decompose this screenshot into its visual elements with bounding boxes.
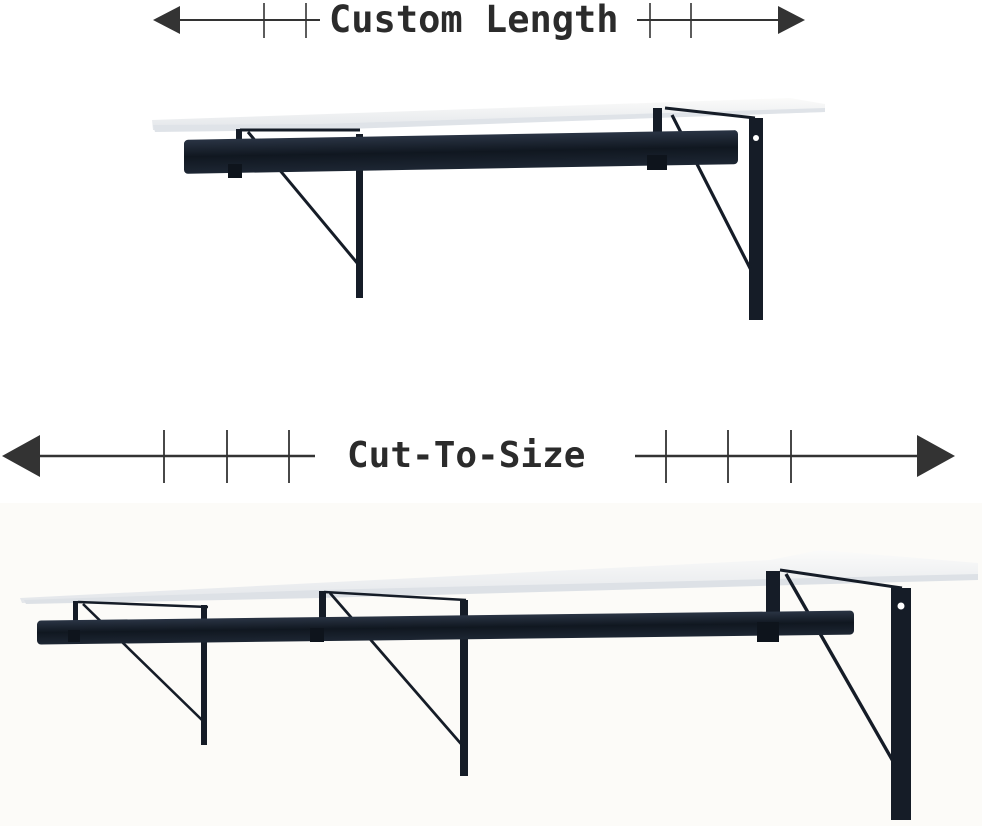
top-dimension-arrow-icon [153, 3, 805, 38]
long-shelf-illustration [20, 550, 978, 820]
short-shelf-illustration [152, 98, 825, 320]
cut-to-size-label: Cut-To-Size [347, 435, 586, 476]
middle-dimension-arrow-icon [2, 430, 955, 483]
custom-length-label: Custom Length [329, 0, 619, 41]
